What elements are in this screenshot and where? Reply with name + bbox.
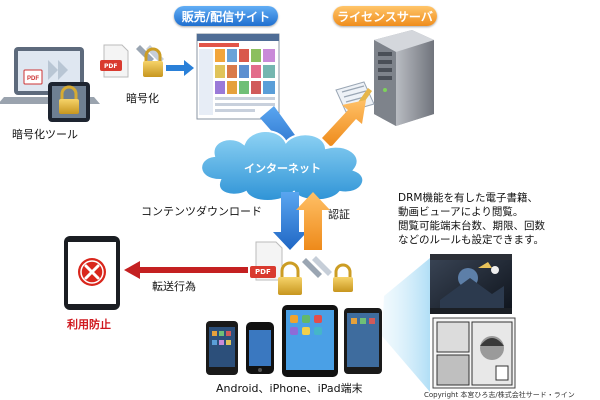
manga-viewer-screenshot [432,317,516,389]
note-line: 閲覧可能端末台数、期限、回数 [398,220,545,232]
arrow-to-site [166,60,194,76]
blocked-tablet-icon [64,236,120,310]
arrow-internet-to-server [322,100,366,147]
projection-beam [382,258,430,392]
website-screenshot [196,33,280,120]
note-line: DRM機能を有した電子書籍、 [398,192,538,204]
auth-label: 認証 [328,208,350,221]
internet-label: インターネット [244,162,321,175]
video-viewer-screenshot [430,254,512,314]
sales-site-pill: 販売/配信サイト [174,6,278,26]
pdf-badge-lower: PDF [255,268,271,276]
transfer-label: 転送行為 [152,280,196,293]
android-tablet-icon [344,308,382,374]
wrench-lower-icon [302,256,353,292]
prevent-label: 利用防止 [67,318,111,331]
svg-text:PDF: PDF [27,76,39,82]
arrow-auth [296,192,330,250]
lock-lower-icon [278,261,302,295]
tablet-lock-icon [48,82,90,122]
server-icon [374,30,434,126]
ipad-icon [282,305,338,377]
encrypt-label: 暗号化 [126,92,159,105]
copyright: Copyright 本宮ひろ志/株式会社サード・ライン [424,391,575,399]
devices-label: Android、iPhone、iPad端末 [216,382,363,395]
android-phone-icon [206,321,238,375]
license-server-pill: ライセンスサーバ [333,6,437,26]
internet-cloud [200,130,365,202]
pdf-badge-top: PDF [104,63,118,70]
iphone-icon [246,322,274,374]
note-line: 動画ビューアにより閲覧。 [398,206,524,218]
encrypt-wrench-icon [136,45,164,77]
encrypt-tool-label: 暗号化ツール [12,128,78,141]
download-label: コンテンツダウンロード [141,205,262,218]
pdf-document-lower-icon [250,241,283,281]
arrow-download [273,192,307,250]
note-line: などのルールも設定できます。 [398,234,544,246]
pdf-document-icon [100,44,129,78]
arrow-transfer [124,261,248,279]
